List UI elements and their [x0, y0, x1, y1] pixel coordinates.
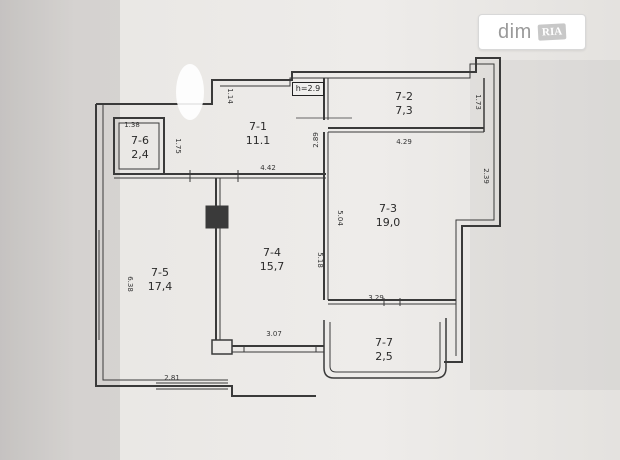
watermark-logo: dim RIA [478, 14, 586, 50]
dim-2-89: 2.89 [312, 132, 320, 148]
room-7-4-id: 7-4 [263, 246, 281, 259]
dim-2-81: 2.81 [164, 374, 180, 382]
dimension-labels: 1.38 1.75 1.14 4.42 2.89 1.73 4.29 2.39 … [124, 88, 490, 382]
room-7-6-area: 2,4 [131, 148, 149, 161]
room-7-3-area: 19,0 [376, 216, 401, 229]
dim-4-29: 4.29 [396, 138, 412, 146]
room-7-1-id: 7-1 [249, 120, 267, 133]
dim-1-38: 1.38 [124, 121, 140, 129]
room-7-5-area: 17,4 [148, 280, 173, 293]
room-7-3-id: 7-3 [379, 202, 397, 215]
room-7-4-area: 15,7 [260, 260, 285, 273]
dim-5-04: 5.04 [336, 210, 344, 226]
dim-4-42: 4.42 [260, 164, 276, 172]
room-labels: 7-1 11.1 7-2 7,3 7-3 19,0 7-4 15,7 7-5 1… [131, 90, 413, 363]
ceiling-height-label: h=2.9 [292, 82, 324, 96]
dim-5-18: 5.18 [316, 252, 324, 268]
room-7-2-area: 7,3 [395, 104, 413, 117]
walls [95, 57, 501, 397]
dim-1-14: 1.14 [226, 88, 234, 104]
dim-1-73: 1.73 [474, 94, 482, 110]
watermark-brand: dim [498, 20, 532, 43]
photo-glare [176, 64, 204, 120]
room-7-5-id: 7-5 [151, 266, 169, 279]
room-7-2-id: 7-2 [395, 90, 413, 103]
dim-3-07: 3.07 [266, 330, 282, 338]
dim-6-38: 6.38 [126, 276, 134, 292]
room-7-1-area: 11.1 [246, 134, 271, 147]
watermark-ria-stamp: RIA [537, 23, 567, 41]
room-7-7-area: 2,5 [375, 350, 393, 363]
dim-2-39: 2.39 [482, 168, 490, 184]
room-7-6-id: 7-6 [131, 134, 149, 147]
dim-3-29: 3.29 [368, 294, 384, 302]
paper-shadow-left [0, 0, 120, 460]
dim-1-75: 1.75 [174, 138, 182, 154]
room-7-7-id: 7-7 [375, 336, 393, 349]
